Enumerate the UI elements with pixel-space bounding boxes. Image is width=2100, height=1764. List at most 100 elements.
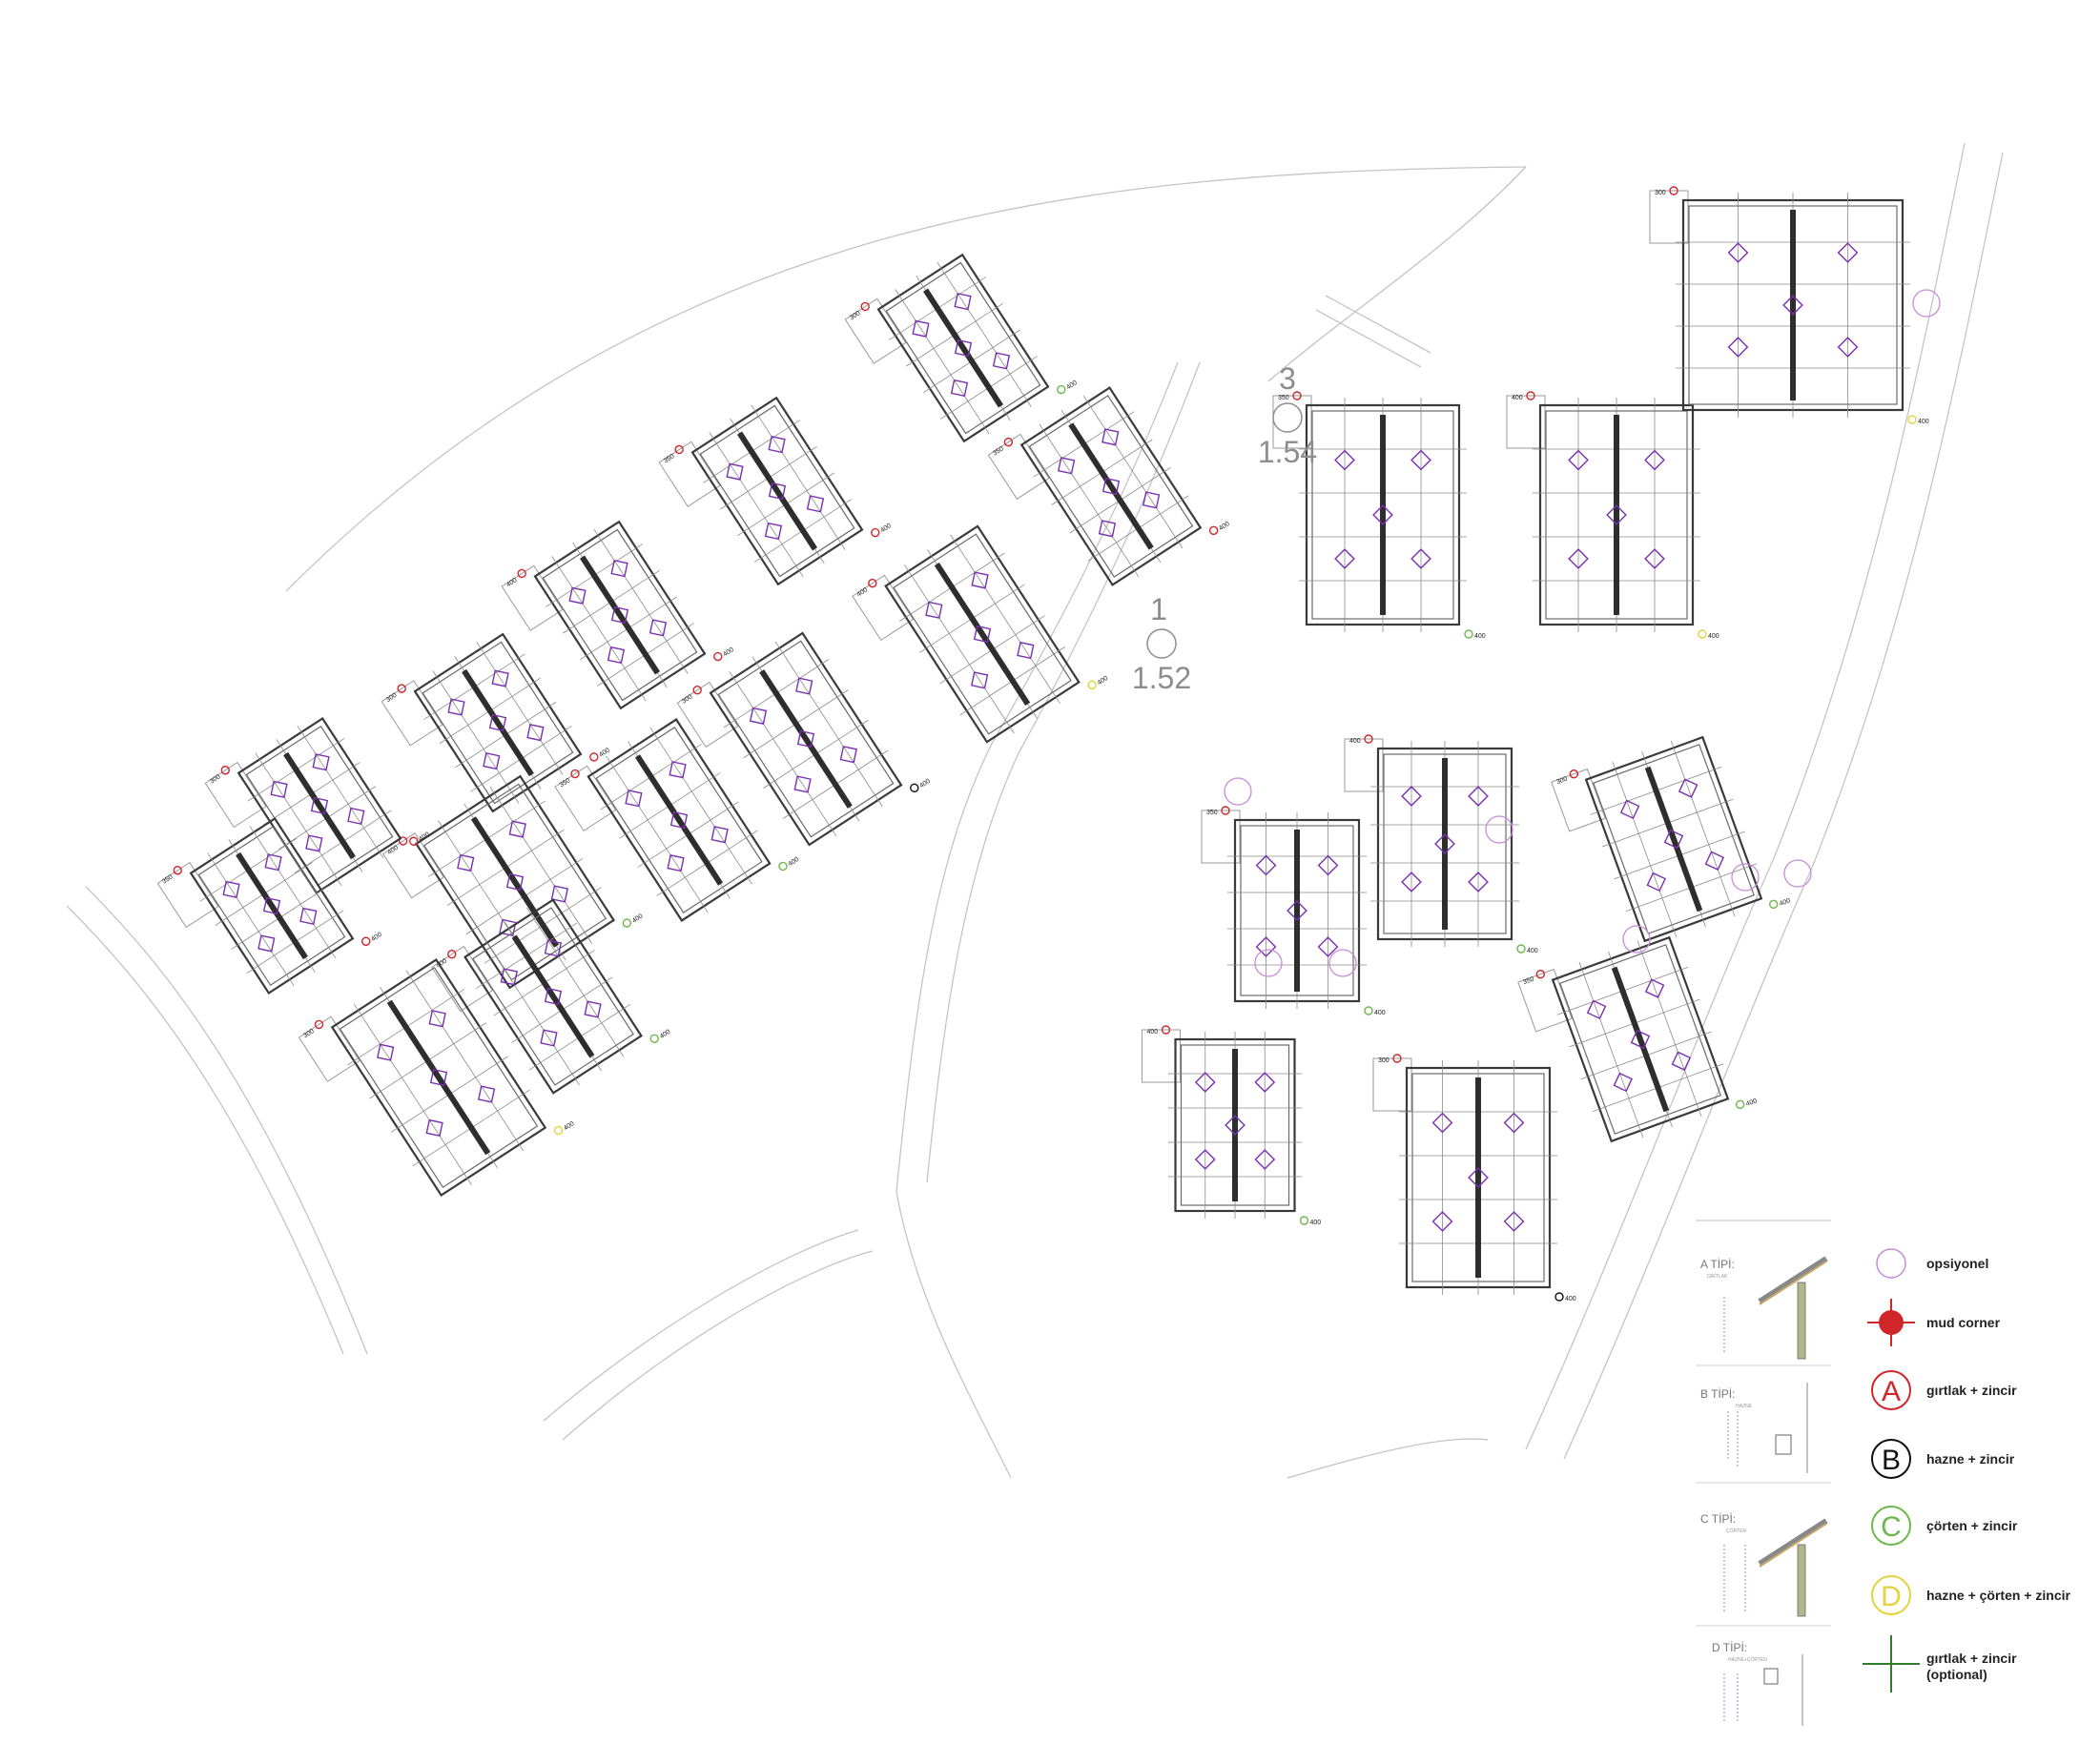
letter-a-icon [1871,1370,1911,1410]
furniture-mark [1727,337,1749,358]
legend-item-optional: opsiyonel [1876,1248,1988,1279]
drain-marker [1364,1006,1373,1015]
drain-marker [517,568,526,579]
legend-label-a: gırtlak + zincir [1926,1383,2017,1398]
furniture-mark [299,907,318,925]
dimension-label: 300 [849,310,862,321]
dimension-label: 400 [1745,1097,1758,1108]
legend-item-a: A gırtlak + zincir [1871,1370,2017,1410]
furniture-mark [1334,449,1355,471]
letter-b-glyph: B [1882,1445,1901,1476]
furniture-mark [607,646,626,665]
legend-label-mud-corner: mud corner [1926,1315,2001,1330]
furniture-mark [1287,900,1307,921]
furniture-mark [1568,449,1589,471]
furniture-mark [1194,1149,1216,1170]
wall [736,431,818,551]
detail-a: A TİPİ: GIRTLAK [1696,1256,1831,1366]
terrace [1649,190,1689,244]
dimension-label: 300 [385,692,399,704]
wall [1790,210,1796,400]
dimension-label: 400 [1310,1220,1322,1226]
furniture-mark [1644,978,1665,998]
drain-marker [1057,384,1066,395]
furniture-mark [1619,799,1640,820]
furniture-mark [1678,778,1699,798]
drain-marker [1464,629,1473,639]
drain-marker [871,527,880,538]
drain-marker [1526,391,1535,400]
terrace [156,861,219,929]
drain-marker [674,444,684,455]
furniture-mark [1401,786,1422,807]
furniture-mark [610,559,628,578]
optional-circle [1254,949,1283,977]
furniture-mark [257,934,276,953]
grid-line [950,534,1060,705]
dimension-label: 350 [559,777,572,789]
wall [1232,1049,1238,1201]
dimension-label: 350 [1206,810,1218,816]
furniture-mark [1410,548,1431,569]
wall [634,754,724,886]
furniture-mark [540,1029,558,1047]
furniture-mark [310,796,329,815]
wall [1380,415,1386,615]
wall [1294,830,1300,992]
terrace [852,574,915,642]
grid-line [297,725,384,859]
dimension-label: 400 [563,1120,576,1132]
furniture-mark [1468,1167,1489,1188]
furniture-mark [839,746,857,764]
drain-marker [1161,1025,1171,1035]
legend-label-plus: gırtlak + zincir (optional) [1926,1651,2020,1682]
grid-line [476,642,564,775]
furniture-mark [1644,548,1665,569]
furniture-mark [1057,457,1076,475]
furniture-mark [950,379,969,398]
wall [1442,758,1448,930]
grid-line [432,670,520,804]
drain-marker [1535,969,1546,979]
detail-b: B TİPİ: HAZNE [1696,1383,1831,1484]
furniture-mark [973,625,992,644]
grid-line [405,970,525,1152]
terrace [381,680,443,747]
furniture-mark [1704,851,1725,871]
furniture-mark [447,698,465,716]
dimension-label: 400 [1097,675,1110,687]
detail-b-sub: HAZNE [1736,1404,1753,1409]
furniture-mark [483,752,501,770]
furniture-mark [1101,428,1120,446]
optional-circle [1485,815,1513,844]
detail-d-sub: HAZNE+ÇÖRTEN [1728,1656,1767,1663]
dimension-label: 400 [722,646,735,658]
furniture-mark [1431,1112,1453,1134]
furniture-mark [1646,872,1667,892]
furniture-mark [312,753,330,771]
drain-marker [1907,415,1917,424]
optional-circle [1622,925,1651,954]
furniture-mark [1606,504,1627,525]
furniture-mark [710,826,729,844]
grid-line [353,1003,472,1185]
terrace [658,441,721,507]
furniture-mark [1468,786,1489,807]
drain-marker [314,1019,324,1030]
dimension-label: 400 [1708,633,1719,640]
grid-line [729,671,837,837]
terrace [1344,738,1384,792]
wall [470,816,560,948]
letter-d-icon [1871,1575,1911,1615]
letter-c-icon [1871,1506,1911,1546]
drain-marker [1292,391,1302,400]
furniture-mark [1503,1112,1525,1134]
terrace [501,564,564,631]
grid-line [774,641,883,807]
letter-b-icon [1871,1439,1911,1479]
